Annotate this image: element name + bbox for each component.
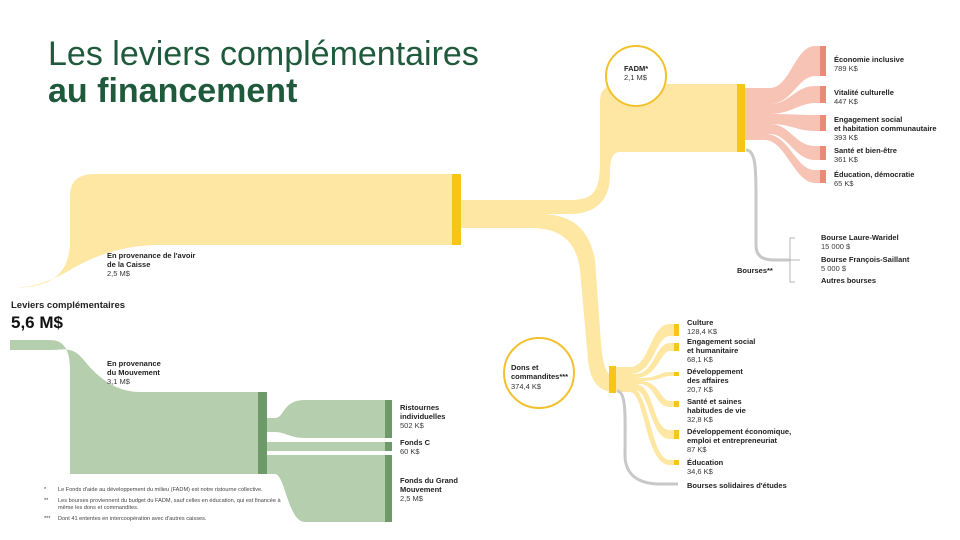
title-line-2: au financement: [48, 71, 298, 110]
dons-circle-label: Dons et commandites*** 374,4 K$: [511, 363, 569, 391]
fadm-item-bar-3: [820, 115, 826, 131]
flow-fadm-education: [745, 134, 820, 183]
dons-item-bar-2: [674, 343, 679, 351]
bourse-item-1: Bourse Laure-Waridel 15 000 $: [821, 233, 899, 252]
mouvement-item-bar-2: [385, 442, 392, 451]
flow-dons-culture: [616, 324, 678, 374]
dons-item-1: Culture 128,4 K$: [687, 318, 718, 337]
dons-item-7: Bourses solidaires d'études: [687, 481, 787, 490]
flow-mouvement-fondsc: [267, 442, 385, 451]
dons-item-2: Engagement social et humanitaire 68,1 K$: [687, 337, 756, 365]
dons-item-bar-4: [674, 401, 679, 407]
fadm-item-3: Engagement social et habitation communau…: [834, 115, 937, 143]
flow-mouvement-ristournes: [267, 400, 385, 438]
dons-item-bar-5: [674, 430, 679, 439]
total-label: Leviers complémentaires: [11, 300, 126, 311]
fadm-bar: [737, 84, 745, 152]
fadm-item-bar-4: [820, 146, 826, 160]
footnote-3: *** Dont 41 ententes en intercoopération…: [44, 515, 207, 522]
footnote-2: ** Les bourses proviennent du budget du …: [44, 497, 281, 512]
fadm-item-2: Vitalité culturelle 447 K$: [834, 88, 894, 107]
dons-item-bar-1: [674, 324, 679, 336]
dons-bar: [609, 366, 616, 393]
footnote-1: * Le Fonds d'aide au développement du mi…: [44, 487, 263, 493]
flow-fadm-bourses: [745, 148, 790, 262]
fadm-item-4: Santé et bien-être 361 K$: [834, 146, 897, 165]
title-line-1: Les leviers complémentaires: [48, 35, 479, 73]
source-caisse-label: En provenance de l'avoir de la Caisse 2,…: [107, 251, 196, 279]
mouvement-item-2: Fonds C 60 K$: [400, 438, 430, 457]
flow-dons-sante: [616, 381, 678, 407]
bourse-item-3: Autres bourses: [821, 276, 877, 285]
fadm-circle: [605, 45, 667, 107]
bourse-item-2: Bourse François-Saillant 5 000 $: [821, 255, 910, 274]
flow-dons-engagement: [616, 343, 678, 378]
flow-caisse-source: [10, 174, 455, 288]
mouvement-bar: [258, 392, 267, 474]
fadm-circle-label: FADM* 2,1 M$: [624, 64, 649, 83]
footnotes: * Le Fonds d'aide au développement du mi…: [44, 487, 284, 526]
flow-caisse-to-dons: [461, 214, 615, 392]
dons-item-5: Développement économique, emploi et entr…: [687, 427, 792, 455]
dons-item-3: Développement des affaires 20,7 K$: [687, 367, 743, 395]
fadm-item-1: Économie inclusive 789 K$: [834, 55, 905, 74]
dons-item-6: Éducation 34,6 K$: [687, 458, 724, 477]
flow-dons-developpement: [616, 372, 678, 381]
source-mouvement-label: En provenance du Mouvement 3,1 M$: [107, 359, 161, 387]
dons-circle: [503, 337, 575, 409]
mouvement-item-3: Fonds du Grand Mouvement 2,5 M$: [400, 476, 458, 504]
flow-caisse-to-fadm: [461, 84, 740, 214]
flow-mouvement-grand: [267, 455, 385, 522]
dons-item-bar-6: [674, 460, 679, 465]
bourses-label: Bourses**: [737, 266, 773, 275]
fadm-item-bar-5: [820, 170, 826, 183]
page-title: Les leviers complémentaires au financeme…: [48, 36, 479, 109]
fadm-item-bar-1: [820, 46, 826, 76]
flow-fadm-vitalite: [745, 86, 820, 114]
total-value: 5,6 M$: [11, 313, 63, 332]
bourses-bracket: [789, 237, 800, 283]
flow-fadm-engagement: [745, 114, 820, 131]
dons-item-bar-3: [674, 372, 679, 376]
flow-dons-education: [616, 387, 678, 465]
mouvement-item-bar-1: [385, 400, 392, 438]
mouvement-item-1: Ristournes individuelles 502 K$: [400, 403, 446, 431]
mouvement-item-bar-3: [385, 455, 392, 522]
fadm-item-bar-2: [820, 86, 826, 103]
flow-fadm-economie: [745, 46, 820, 104]
caisse-bar: [452, 174, 461, 245]
flow-dons-bourses: [616, 389, 678, 486]
fadm-item-5: Éducation, démocratie 65 K$: [834, 170, 915, 189]
flow-fadm-sante: [745, 124, 820, 160]
dons-item-4: Santé et saines habitudes de vie 32,8 K$: [687, 397, 746, 425]
flow-mouvement-source: [10, 340, 260, 474]
